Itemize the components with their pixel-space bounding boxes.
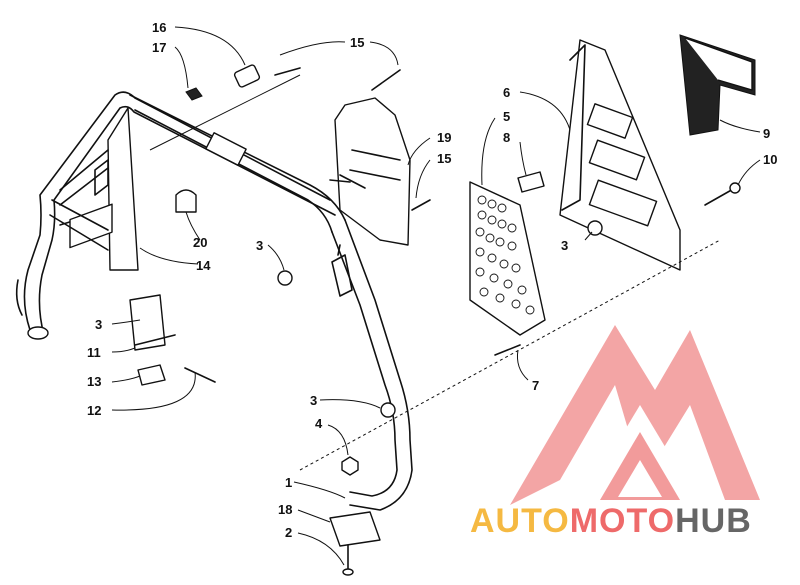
side-panel-part-6 (559, 39, 681, 271)
callout-19: 19 (437, 130, 451, 145)
callout-6: 6 (503, 85, 510, 100)
hardware-parts (129, 64, 741, 576)
callout-14: 14 (196, 258, 211, 273)
main-frame-part-14 (15, 91, 413, 511)
callout-5: 5 (503, 109, 510, 124)
callout-2: 2 (285, 525, 292, 540)
callout-18: 18 (278, 502, 292, 517)
leader-lines (111, 26, 761, 566)
callout-4: 4 (315, 416, 323, 431)
callout-10: 10 (763, 152, 777, 167)
svg-text:AUTOMOTOHUB: AUTOMOTOHUB (470, 502, 752, 540)
callout-3-right: 3 (561, 238, 568, 253)
callout-8: 8 (503, 130, 510, 145)
callout-7: 7 (532, 378, 539, 393)
callout-3-lower: 3 (310, 393, 317, 408)
callout-15-top: 15 (350, 35, 364, 50)
watermark-logo (510, 325, 760, 505)
watermark-text: AUTOMOTOHUB (470, 502, 752, 540)
callout-1: 1 (285, 475, 292, 490)
callout-12: 12 (87, 403, 101, 418)
callout-3-left: 3 (95, 317, 102, 332)
plate-part-19 (329, 97, 411, 246)
block-part-9 (679, 34, 756, 136)
callouts: 16 17 15 19 15 20 14 3 6 5 8 3 9 10 3 11… (87, 20, 777, 540)
callout-9: 9 (763, 126, 770, 141)
watermark-auto: AUTO (470, 502, 570, 540)
watermark-moto: MOTO (570, 502, 675, 540)
callout-17: 17 (152, 40, 166, 55)
callout-13: 13 (87, 374, 101, 389)
perforated-panel-part-5 (469, 181, 546, 336)
callout-3-center: 3 (256, 238, 263, 253)
watermark-hub: HUB (675, 502, 752, 540)
callout-15-right: 15 (437, 151, 451, 166)
callout-20: 20 (193, 235, 207, 250)
callout-16: 16 (152, 20, 166, 35)
callout-11: 11 (87, 345, 101, 360)
